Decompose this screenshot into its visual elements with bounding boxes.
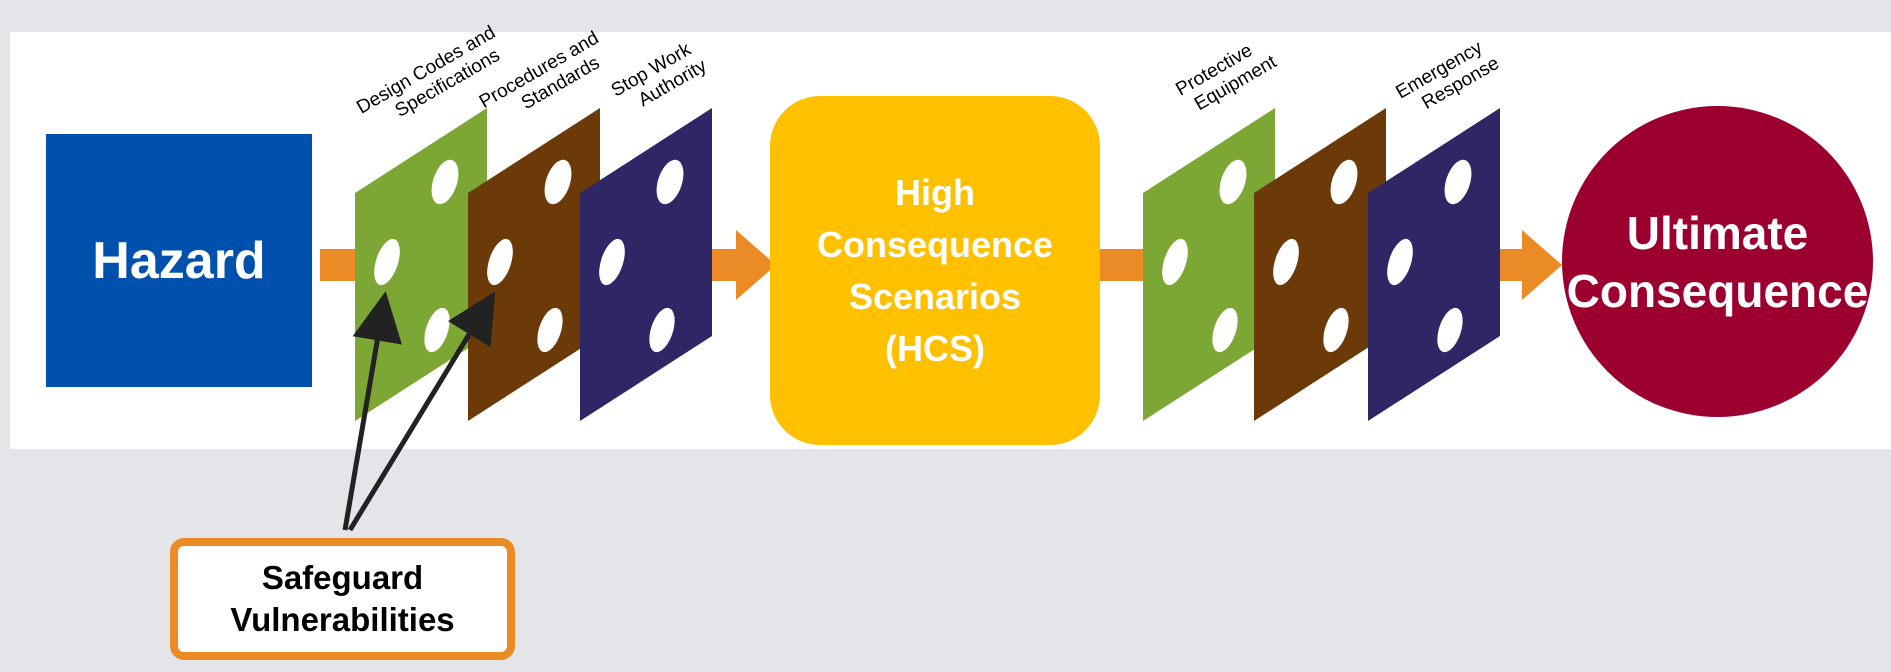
ultimate-consequence-circle: Ultimate Consequence	[1562, 106, 1873, 417]
pre-plate-1-hole-3	[424, 307, 450, 353]
pre-plate-3	[580, 108, 712, 421]
pre-plate-3-hole-3	[649, 307, 675, 353]
ultimate-line-2: Consequence	[1566, 264, 1869, 317]
pointer-arrow-2	[347, 291, 496, 532]
hcs-line-2: Consequence	[816, 223, 1054, 265]
post-plate-2-hole-3	[1323, 307, 1349, 353]
pre-plate-3-hole-1	[656, 159, 684, 205]
hazard-box: Hazard	[46, 134, 312, 387]
post-plate-2-hole-2	[1273, 238, 1299, 286]
post-plate-1	[1143, 108, 1275, 421]
safeguard-vulnerabilities-callout: Safeguard Vulnerabilities	[170, 538, 515, 660]
post-plate-3-hole-2	[1387, 238, 1413, 286]
pre-plate-2-hole-1	[544, 159, 572, 205]
post-plate-2-hole-1	[1330, 159, 1358, 205]
pre-plate-2-hole-2	[487, 238, 513, 286]
pre-plate-2	[468, 108, 600, 421]
pre-plate-3-hole-2	[599, 238, 625, 286]
callout-line-2: Vulnerabilities	[230, 601, 455, 638]
hcs-line-3: Scenarios	[848, 275, 1022, 317]
post-plate-1-hole-3	[1212, 307, 1238, 353]
post-plate-3	[1368, 108, 1500, 421]
ultimate-line-1: Ultimate	[1626, 206, 1809, 259]
pointer-arrow-1	[342, 291, 402, 531]
pre-plate-1-hole-2	[374, 238, 400, 286]
post-plate-3-hole-3	[1437, 307, 1463, 353]
post-plate-1-hole-1	[1219, 159, 1247, 205]
post-plate-3-hole-1	[1444, 159, 1472, 205]
hazard-label: Hazard	[92, 231, 266, 290]
post-plate-1-hole-2	[1162, 238, 1188, 286]
hcs-box: High Consequence Scenarios (HCS)	[770, 96, 1100, 445]
post-plate-2	[1254, 108, 1386, 421]
pre-plate-1-hole-1	[431, 159, 459, 205]
hcs-line-4: (HCS)	[885, 327, 985, 369]
pre-plate-2-hole-3	[537, 307, 563, 353]
callout-line-1: Safeguard	[261, 559, 424, 596]
hcs-line-1: High	[895, 171, 975, 213]
